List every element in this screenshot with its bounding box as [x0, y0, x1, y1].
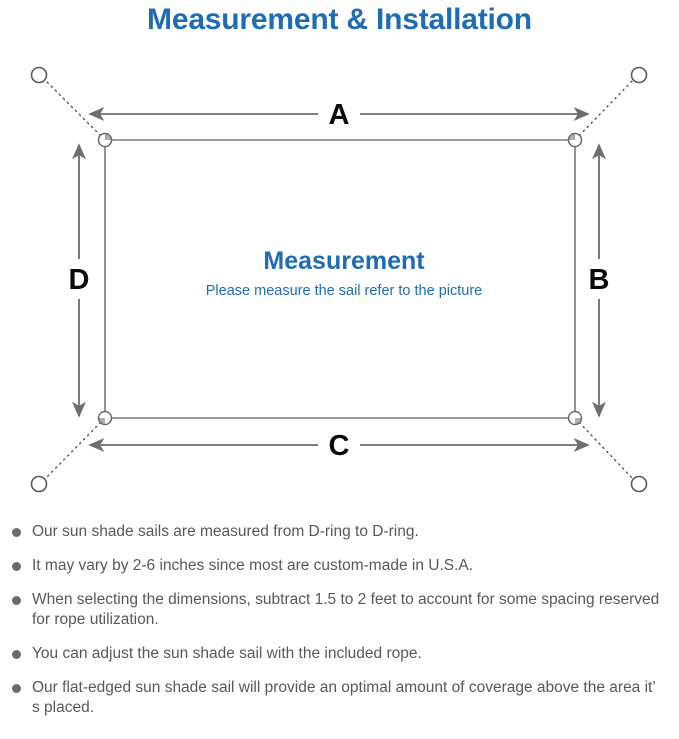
- rope-line-bottom-left: [43, 417, 106, 481]
- note-text: It may vary by 2-6 inches since most are…: [32, 557, 474, 574]
- anchor-bottom-left-icon: [30, 475, 48, 493]
- rope-line-top-left: [43, 78, 106, 141]
- note-text: Our sun shade sails are measured from D-…: [32, 523, 419, 540]
- list-item: Our flat-edged sun shade sail will provi…: [0, 678, 679, 718]
- dimension-b-label: B: [589, 264, 610, 296]
- page-title: Measurement & Installation: [147, 3, 532, 36]
- dimension-a-label: A: [329, 99, 350, 131]
- bullet-icon: [12, 596, 21, 605]
- bullet-icon: [12, 684, 21, 693]
- list-item: Our sun shade sails are measured from D-…: [0, 522, 679, 542]
- measurement-center-subtitle: Please measure the sail refer to the pic…: [206, 283, 482, 299]
- note-text: When selecting the dimensions, subtract …: [32, 591, 660, 628]
- bullet-icon: [12, 650, 21, 659]
- notes-list: Our sun shade sails are measured from D-…: [0, 522, 679, 739]
- list-item: It may vary by 2-6 inches since most are…: [0, 556, 679, 576]
- bullet-icon: [12, 528, 21, 537]
- measurement-diagram: A C D B Measurement Please measure the s…: [0, 46, 679, 516]
- anchor-top-left-icon: [30, 66, 48, 84]
- bullet-icon: [12, 562, 21, 571]
- anchor-bottom-right-icon: [630, 475, 648, 493]
- note-text: You can adjust the sun shade sail with t…: [32, 645, 422, 662]
- rope-line-top-right: [574, 78, 635, 141]
- list-item: You can adjust the sun shade sail with t…: [0, 644, 679, 664]
- anchor-top-right-icon: [630, 66, 648, 84]
- note-text: Our flat-edged sun shade sail will provi…: [32, 679, 656, 716]
- dimension-c-label: C: [329, 430, 350, 462]
- sail-rectangle: [104, 139, 576, 419]
- measurement-center-title: Measurement: [263, 247, 425, 275]
- rope-line-bottom-right: [574, 417, 635, 481]
- dimension-d-label: D: [69, 264, 90, 296]
- list-item: When selecting the dimensions, subtract …: [0, 590, 679, 630]
